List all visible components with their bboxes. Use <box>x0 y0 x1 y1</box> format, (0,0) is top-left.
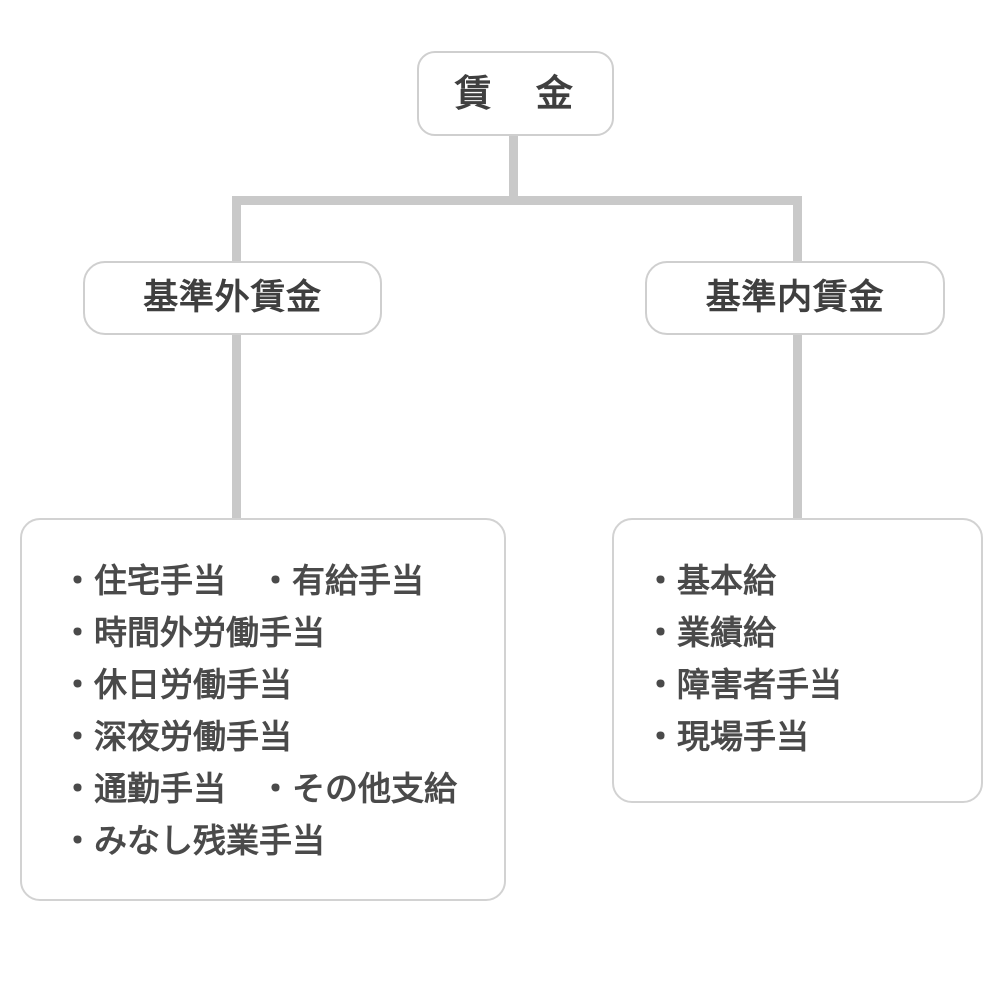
connector-left-branch-to-list <box>232 333 241 523</box>
list-box-standard-wage: ・基本給 ・業績給 ・障害者手当 ・現場手当 <box>612 518 983 803</box>
list-item: ・みなし残業手当 <box>61 821 325 860</box>
connector-right-branch-to-list <box>793 333 802 523</box>
node-branch-non-standard-wage[interactable]: 基準外賃金 <box>83 261 382 335</box>
list-item: ・通勤手当 ・その他支給 <box>61 769 457 808</box>
list-item: ・障害者手当 <box>644 665 842 704</box>
list-non-standard-wage: ・住宅手当 ・有給手当 ・時間外労働手当 ・休日労働手当 ・深夜労働手当 ・通勤… <box>22 520 504 867</box>
connector-root-to-bus <box>509 134 518 202</box>
list-item: ・現場手当 <box>644 717 809 756</box>
connector-bus-to-right-branch <box>793 196 802 264</box>
list-item: ・休日労働手当 <box>61 665 292 704</box>
connector-horizontal-bus <box>232 196 802 205</box>
node-branch-standard-label: 基準内賃金 <box>705 277 885 318</box>
list-item: ・業績給 <box>644 613 776 652</box>
list-item: ・基本給 <box>644 561 776 600</box>
node-root-label: 賃 金 <box>454 72 577 115</box>
list-box-non-standard-wage: ・住宅手当 ・有給手当 ・時間外労働手当 ・休日労働手当 ・深夜労働手当 ・通勤… <box>20 518 506 901</box>
connector-bus-to-left-branch <box>232 196 241 264</box>
list-item: ・深夜労働手当 <box>61 717 292 756</box>
node-branch-non-standard-label: 基準外賃金 <box>143 277 322 318</box>
list-item: ・時間外労働手当 <box>61 613 325 652</box>
list-standard-wage: ・基本給 ・業績給 ・障害者手当 ・現場手当 <box>614 520 981 763</box>
node-branch-standard-wage[interactable]: 基準内賃金 <box>645 261 945 335</box>
node-root-wage[interactable]: 賃 金 <box>417 51 614 136</box>
list-item: ・住宅手当 ・有給手当 <box>61 561 424 600</box>
